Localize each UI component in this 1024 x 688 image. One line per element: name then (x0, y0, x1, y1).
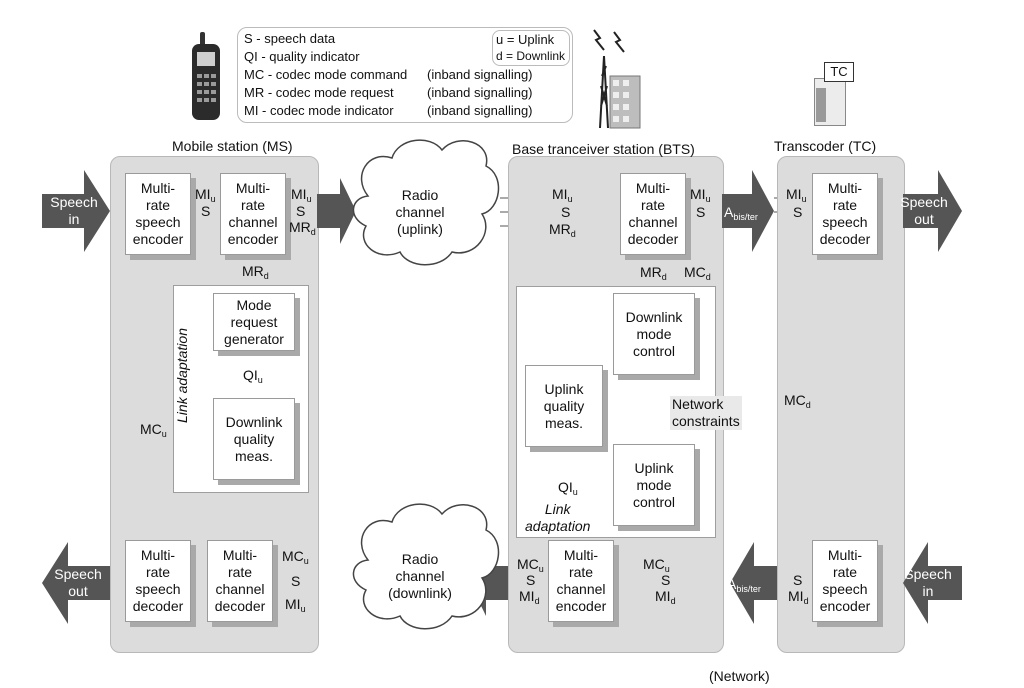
bts-mr-d-label-2: MRd (640, 264, 667, 282)
bts-title: Base tranceiver station (BTS) (512, 141, 695, 157)
ms-dl-mi-u-label: MIu (285, 596, 306, 614)
ms-uplink-arrow (317, 178, 356, 244)
tc-abis-downlink-arrow (730, 542, 777, 624)
legend-inband-1: (inband signalling) (427, 67, 533, 82)
bts-mr-d-label-1: MRd (549, 221, 576, 239)
ms-downlink-quality-block: Downlink quality meas. (213, 398, 295, 480)
transcoder-icon: TC (814, 62, 854, 126)
bts-channel-decoder-block: Multi- rate channel decoder (620, 173, 686, 255)
bts-dl-s-label: S (661, 572, 671, 588)
bts-abis-uplink-arrow (722, 170, 774, 252)
legend-direction-box: u = Uplink d = Downlink (492, 30, 570, 66)
bts-link-adaptation-label: Link adaptation (525, 501, 591, 534)
bts-out-mi-d-label: MId (519, 588, 540, 606)
network-constraints-label: Network constraints (670, 396, 742, 430)
mobile-phone-icon (192, 32, 220, 120)
legend-speech-data: S - speech data (244, 31, 336, 46)
abis-uplink-label: Abis/ter (724, 204, 758, 222)
bts-downlink-mode-control-block: Downlink mode control (613, 293, 695, 375)
bts-out-s-label: S (526, 572, 536, 588)
bts-mi-u-label-2: MIu (690, 186, 711, 204)
tc-title: Transcoder (TC) (774, 138, 877, 154)
ms-mode-request-block: Mode request generator (213, 293, 295, 351)
radio-downlink-cloud (352, 503, 500, 630)
tc-speech-in-arrow (903, 542, 962, 624)
base-station-tower-icon (593, 29, 641, 129)
ms-s-label-1: S (201, 203, 211, 219)
ms-speech-decoder-block: Multi- rate speech decoder (125, 540, 191, 622)
legend-inband-3: (inband signalling) (427, 103, 533, 118)
ms-mc-u-label: MCu (140, 421, 167, 439)
ms-channel-decoder-block: Multi- rate channel decoder (207, 540, 273, 622)
radio-uplink-label: Radio channel (uplink) (395, 187, 445, 237)
tc-speech-in-label: Speech in (904, 566, 952, 599)
tc-s-label: S (793, 204, 803, 220)
bts-uplink-quality-block: Uplink quality meas. (525, 365, 603, 447)
legend: S - speech data QI - quality indicator M… (237, 27, 573, 123)
ms-speech-encoder-block: Multi- rate speech encoder (125, 173, 191, 255)
bts-mc-d-label: MCd (684, 264, 711, 282)
bts-dl-mi-d-label: MId (655, 588, 676, 606)
network-label: (Network) (709, 668, 770, 684)
tc-speech-out-label: Speech out (900, 194, 948, 227)
tc-speech-encoder-block: Multi- rate speech encoder (812, 540, 878, 622)
radio-uplink-cloud (352, 139, 500, 266)
bts-s-label-2: S (696, 204, 706, 220)
ms-link-adaptation-label: Link adaptation (173, 328, 190, 423)
tc-speech-out-arrow (903, 170, 962, 252)
tc-mc-d-label: MCd (784, 392, 811, 410)
ms-channel-encoder-block: Multi- rate channel encoder (220, 173, 286, 255)
tc-speech-decoder-block: Multi- rate speech decoder (812, 173, 878, 255)
ms-speech-out-arrow (42, 542, 110, 624)
abis-downlink-label: Abis/ter (727, 576, 761, 594)
legend-quality-indicator: QI - quality indicator (244, 49, 360, 64)
bts-qi-u-label: QIu (558, 479, 578, 497)
ms-dl-s-label: S (291, 573, 301, 589)
tc-icon-label: TC (824, 62, 854, 82)
bts-channel-encoder-block: Multi- rate channel encoder (548, 540, 614, 622)
bts-dl-mc-u-label: MCu (643, 556, 670, 574)
radio-downlink-label: Radio channel (downlink) (388, 551, 452, 601)
legend-uplink: u = Uplink (496, 32, 555, 47)
tc-mi-u-label: MIu (786, 186, 807, 204)
tc-dl-mi-d-label: MId (788, 588, 809, 606)
tc-dl-s-label: S (793, 572, 803, 588)
legend-inband-2: (inband signalling) (427, 85, 533, 100)
ms-mr-d-label-1: MRd (289, 219, 316, 237)
ms-dl-mc-u-label: MCu (282, 548, 309, 566)
bts-mi-u-label-1: MIu (552, 186, 573, 204)
legend-codec-mode-command: MC - codec mode command (244, 67, 408, 82)
legend-codec-mode-request: MR - codec mode request (244, 85, 394, 100)
bts-uplink-mode-control-block: Uplink mode control (613, 444, 695, 526)
ms-mi-u-label-1: MIu (195, 186, 216, 204)
bts-out-mc-u-label: MCu (517, 556, 544, 574)
ms-qi-u-label: QIu (243, 367, 263, 385)
legend-downlink: d = Downlink (496, 49, 566, 63)
ms-speech-out-label: Speech out (54, 566, 102, 599)
ms-mi-u-label-2: MIu (291, 186, 312, 204)
ms-s-label-2: S (296, 203, 306, 219)
bts-s-label-1: S (561, 204, 571, 220)
ms-speech-in-arrow (42, 170, 110, 252)
ms-title: Mobile station (MS) (172, 138, 293, 154)
ms-speech-in-label: Speech in (50, 194, 98, 227)
legend-codec-mode-indicator: MI - codec mode indicator (244, 103, 394, 118)
ms-mr-d-label-2: MRd (242, 263, 269, 281)
